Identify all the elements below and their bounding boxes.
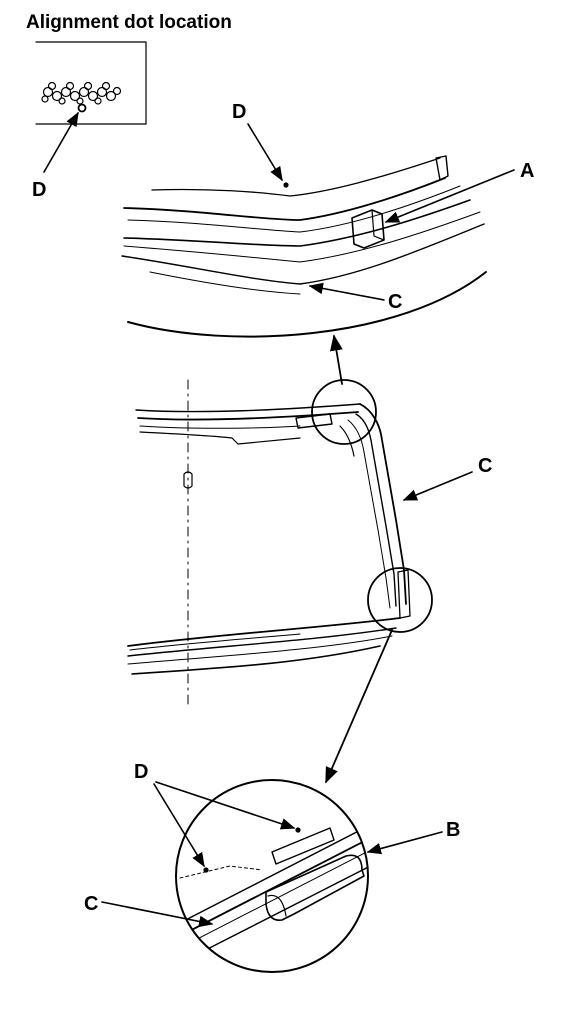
lower-corner-highlight [367,567,433,633]
top-detail-view: D A C [121,101,534,338]
callout-bottom-molding: C [84,893,98,915]
callout-top-molding: C [388,291,402,313]
callout-bottom-dots: D [134,761,148,783]
bottom-detail-connector [325,629,393,784]
callout-inset-dot: D [32,179,46,201]
bottom-alignment-dot-right [295,827,301,833]
callout-top-dot: D [232,101,246,123]
callout-side-molding: C [478,455,492,477]
top-detail-connector [330,334,343,385]
windshield-main-view: C [127,379,492,707]
callout-bottom-clip: B [446,819,460,841]
bottom-detail-view: D B C [84,761,460,973]
alignment-dot-inset: D [32,41,147,201]
diagram-title: Alignment dot location [26,12,232,33]
top-alignment-dot [283,182,289,188]
bottom-alignment-dot-left [203,867,209,873]
callout-top-clip: A [520,160,534,182]
alignment-dot-pattern [41,81,122,113]
upper-corner-highlight [311,379,377,445]
